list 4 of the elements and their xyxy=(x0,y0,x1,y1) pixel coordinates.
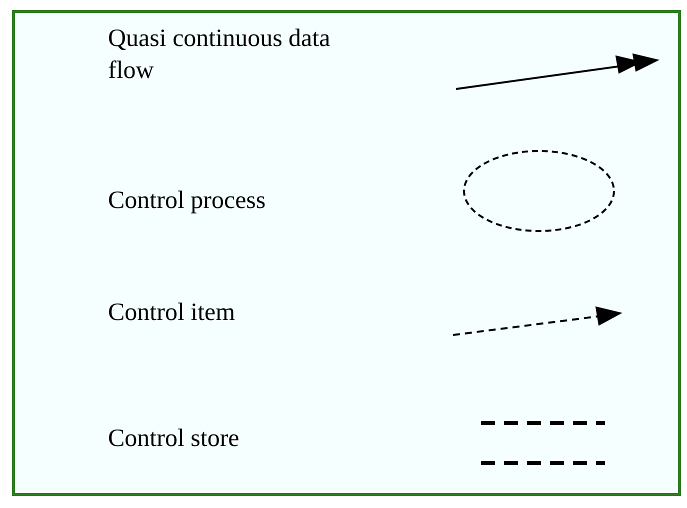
legend-label: Control item xyxy=(108,298,236,328)
legend-label: Control process xyxy=(108,186,267,216)
legend-label: Quasi continuous data flow xyxy=(108,24,332,86)
legend-label: Control store xyxy=(108,424,240,454)
